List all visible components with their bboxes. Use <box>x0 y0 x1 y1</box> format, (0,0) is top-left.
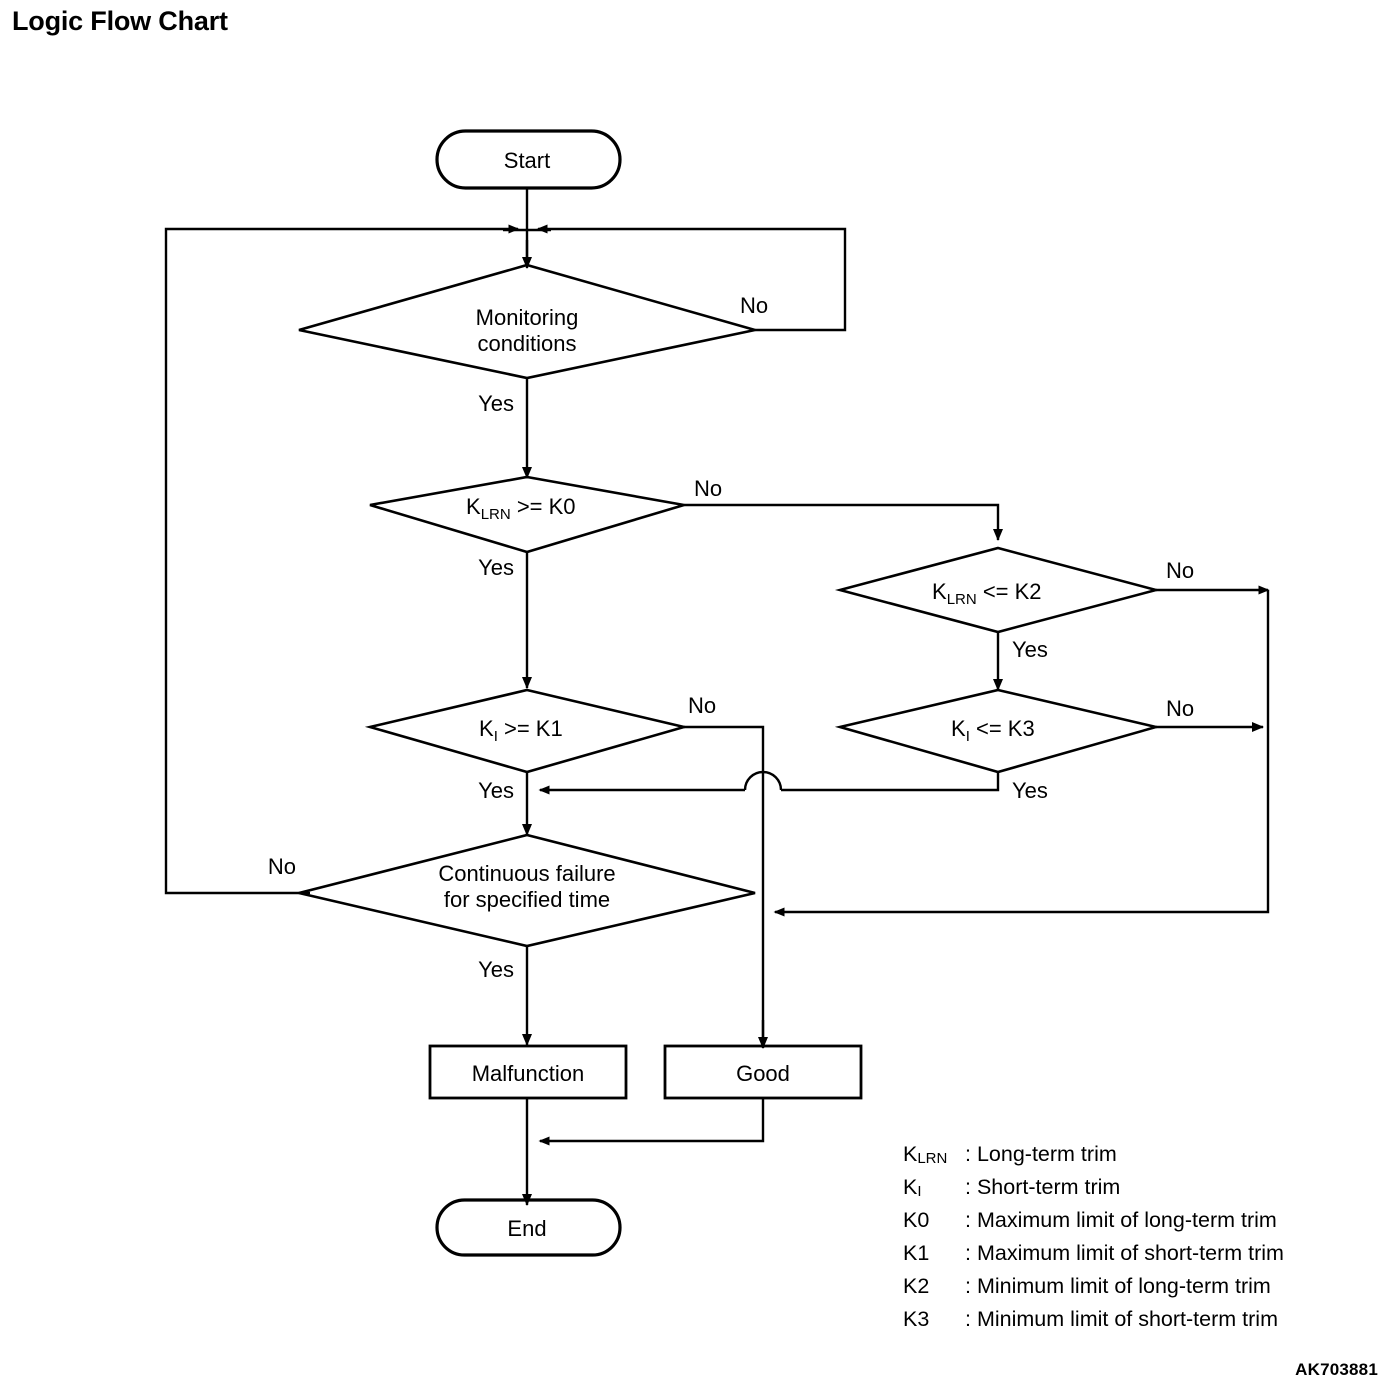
legend-sep-k1: : <box>965 1241 971 1265</box>
node-monitoring-label-line1: Monitoring <box>476 305 579 330</box>
legend-symbol-k1: K1 <box>903 1241 930 1265</box>
klrn-k0-sub: LRN <box>481 506 511 523</box>
legend-symbol-klrn: KLRN <box>903 1138 965 1173</box>
page-title: Logic Flow Chart <box>12 6 228 36</box>
node-monitoring-label-line2: conditions <box>477 331 576 356</box>
legend-sep-k3: : <box>965 1307 971 1331</box>
legend-sep-klrn: : <box>965 1142 971 1166</box>
legend: KLRN: Long-term trim KI: Short-term trim… <box>903 1138 1284 1336</box>
legend-symbol-k0: K0 <box>903 1208 930 1232</box>
ki-k3-rest: <= K3 <box>970 716 1035 741</box>
edge-label-cf-yes: Yes <box>478 957 514 982</box>
klrn-k0-base: K <box>466 494 481 519</box>
legend-symbol-klrn-sub: LRN <box>917 1150 948 1167</box>
legend-sep-ki: : <box>965 1175 971 1199</box>
legend-symbol-k2: K2 <box>903 1274 930 1298</box>
legend-sep-k2: : <box>965 1274 971 1298</box>
edge-ki-le-k3-yes-a <box>781 772 1000 792</box>
legend-sep-k0: : <box>965 1208 971 1232</box>
line-hop-bridge <box>743 770 783 791</box>
legend-item-k0: K0: Maximum limit of long-term trim <box>903 1204 1284 1237</box>
legend-item-k3: K3: Minimum limit of short-term trim <box>903 1303 1284 1336</box>
node-klrn-le-k2-label: KLRN <= K2 <box>932 579 1042 608</box>
edge-label-monitoring-yes: Yes <box>478 391 514 416</box>
legend-text-ki: Short-term trim <box>976 1175 1121 1199</box>
node-continuous-failure-label-line1: Continuous failure <box>438 861 615 886</box>
node-continuous-failure-label-line2: for specified time <box>444 887 610 912</box>
figure-code: AK703881 <box>1295 1360 1378 1379</box>
legend-symbol-klrn-base: K <box>903 1142 918 1166</box>
edge-label-klrn-k0-no: No <box>694 476 722 501</box>
node-malfunction-label: Malfunction <box>472 1061 585 1086</box>
ki-k3-sub: I <box>966 728 970 745</box>
node-ki-le-k3-label: KI <= K3 <box>951 716 1035 745</box>
legend-symbol-k3: K3 <box>903 1307 930 1331</box>
ki-k1-base: K <box>479 716 494 741</box>
edge-label-ki-k1-no: No <box>688 693 716 718</box>
ki-k3-base: K <box>951 716 966 741</box>
legend-text-k3: Minimum limit of short-term trim <box>976 1307 1278 1331</box>
legend-item-klrn: KLRN: Long-term trim <box>903 1138 1284 1171</box>
edge-label-klrn-k2-yes: Yes <box>1012 637 1048 662</box>
node-klrn-ge-k0-label: KLRN >= K0 <box>466 494 576 523</box>
edge-label-ki-k1-yes: Yes <box>478 778 514 803</box>
legend-text-k0: Maximum limit of long-term trim <box>976 1208 1277 1232</box>
edge-cf-no-feedback <box>164 224 520 895</box>
edge-good-to-end <box>538 1098 765 1146</box>
legend-item-k1: K1: Maximum limit of short-term trim <box>903 1237 1284 1270</box>
ki-k1-rest: >= K1 <box>498 716 563 741</box>
edge-ki-ge-k1-no <box>684 725 765 1045</box>
legend-text-klrn: Long-term trim <box>976 1142 1117 1166</box>
legend-symbol-ki-sub: I <box>917 1183 922 1200</box>
legend-symbol-ki-base: K <box>903 1175 918 1199</box>
edge-klrn-ge-k0-no <box>684 503 1003 541</box>
edge-label-ki-k3-no: No <box>1166 696 1194 721</box>
edge-right-rail-to-good <box>773 590 1270 917</box>
node-ki-ge-k1-label: KI >= K1 <box>479 716 563 745</box>
node-end-label: End <box>507 1216 546 1241</box>
legend-item-k2: K2: Minimum limit of long-term trim <box>903 1270 1284 1303</box>
node-end-shape <box>435 1198 622 1257</box>
node-good-label: Good <box>736 1061 790 1086</box>
legend-item-ki: KI: Short-term trim <box>903 1171 1284 1204</box>
edge-label-klrn-k0-yes: Yes <box>478 555 514 580</box>
edge-label-monitoring-no: No <box>740 293 768 318</box>
legend-text-k1: Maximum limit of short-term trim <box>976 1241 1284 1265</box>
ki-k1-sub: I <box>494 728 498 745</box>
legend-symbol-ki: KI <box>903 1171 965 1206</box>
klrn-k2-rest: <= K2 <box>977 579 1042 604</box>
klrn-k2-sub: LRN <box>947 591 977 608</box>
klrn-k0-rest: >= K0 <box>511 494 576 519</box>
edge-label-ki-k3-yes: Yes <box>1012 778 1048 803</box>
klrn-k2-base: K <box>932 579 947 604</box>
edge-label-klrn-k2-no: No <box>1166 558 1194 583</box>
legend-text-k2: Minimum limit of long-term trim <box>976 1274 1271 1298</box>
edge-label-cf-no: No <box>268 854 296 879</box>
node-start-shape <box>435 129 622 190</box>
edge-monitoring-no-feedback <box>536 224 847 332</box>
node-start-label: Start <box>504 148 550 173</box>
